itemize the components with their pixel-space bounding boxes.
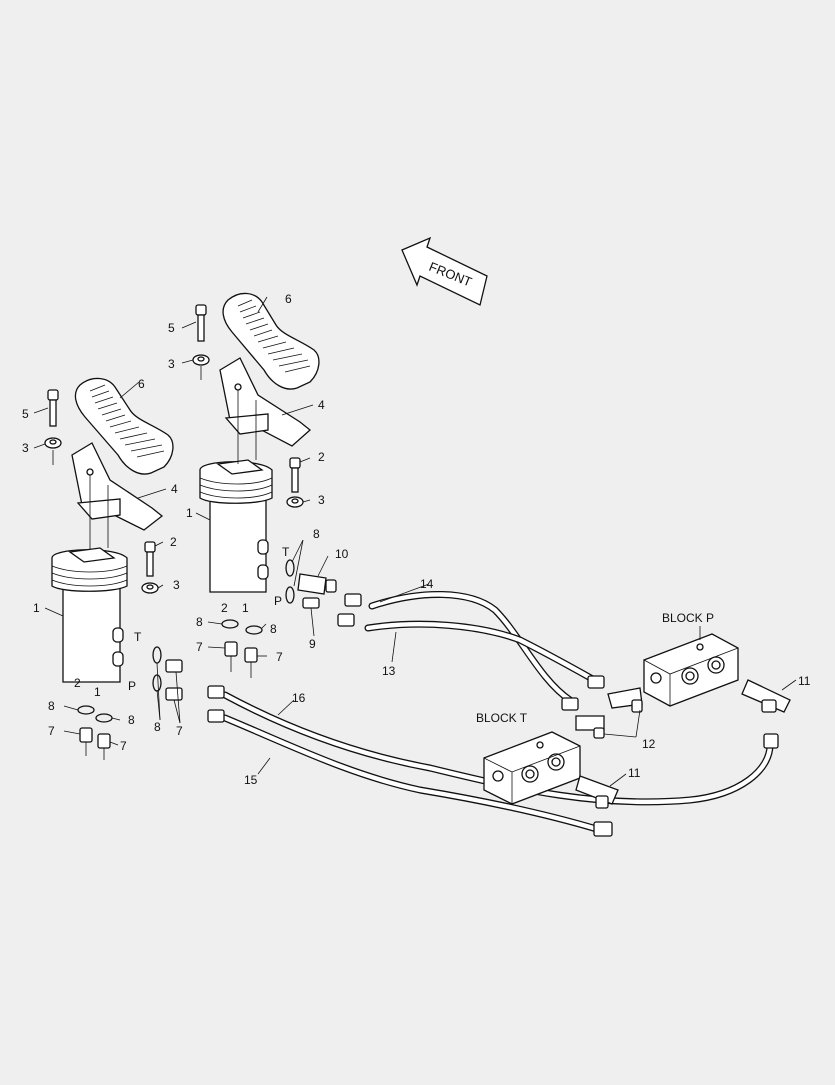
callout-3-right: 3 <box>168 357 175 371</box>
callout-16: 16 <box>292 691 306 705</box>
port-p-right: P <box>274 594 282 608</box>
callout-7b-right: 7 <box>276 650 283 664</box>
fittings <box>77 559 779 837</box>
callout-5-right: 5 <box>168 321 175 335</box>
callout-8b-left: 8 <box>128 713 135 727</box>
port-p-left: P <box>128 679 136 693</box>
callout-8-left: 8 <box>154 720 161 734</box>
callout-8b-right: 8 <box>270 622 277 636</box>
pedal-valve-left <box>51 377 174 683</box>
callout-3b-right: 3 <box>318 493 325 507</box>
block-t-label: BLOCK T <box>476 711 528 725</box>
callout-3-left: 3 <box>22 441 29 455</box>
block-p-label: BLOCK P <box>662 611 714 625</box>
callout-8c-left: 8 <box>48 699 55 713</box>
callout-2-right: 2 <box>318 450 325 464</box>
callout-14: 14 <box>420 577 434 591</box>
port-1-left: 1 <box>94 685 101 699</box>
port-2-left: 2 <box>74 676 81 690</box>
callout-7-right: 7 <box>196 640 203 654</box>
callout-7c-left: 7 <box>120 739 127 753</box>
pedal-valve-right <box>199 292 320 593</box>
block-p <box>607 633 791 713</box>
callout-1-right: 1 <box>186 506 193 520</box>
callout-8-right: 8 <box>313 527 320 541</box>
callout-15: 15 <box>244 773 258 787</box>
callout-11-t: 11 <box>628 766 641 780</box>
callout-7b-left: 7 <box>48 724 55 738</box>
callout-4-left: 4 <box>171 482 178 496</box>
block-t <box>483 715 619 809</box>
callout-4-right: 4 <box>318 398 325 412</box>
port-t-right: T <box>282 545 290 559</box>
callout-7-left: 7 <box>176 724 183 738</box>
callout-12: 12 <box>642 737 656 751</box>
callout-3b-left: 3 <box>173 578 180 592</box>
bolts-washers <box>44 304 304 594</box>
callout-13: 13 <box>382 664 396 678</box>
leader-lines <box>33 296 797 787</box>
callout-6-right: 6 <box>285 292 292 306</box>
callout-5-left: 5 <box>22 407 29 421</box>
callout-9: 9 <box>309 637 316 651</box>
callout-6-left: 6 <box>138 377 145 391</box>
port-t-left: T <box>134 630 142 644</box>
callout-1-left: 1 <box>33 601 40 615</box>
callout-11-p: 11 <box>798 674 811 688</box>
callout-2-left: 2 <box>170 535 177 549</box>
callout-8c-right: 8 <box>196 615 203 629</box>
labels: BLOCK P BLOCK T T P T P 2 1 2 1 6 5 3 4 … <box>22 292 811 787</box>
port-2-right: 2 <box>221 601 228 615</box>
port-1-right: 1 <box>242 601 249 615</box>
front-arrow: FRONT <box>401 236 488 306</box>
callout-10: 10 <box>335 547 349 561</box>
